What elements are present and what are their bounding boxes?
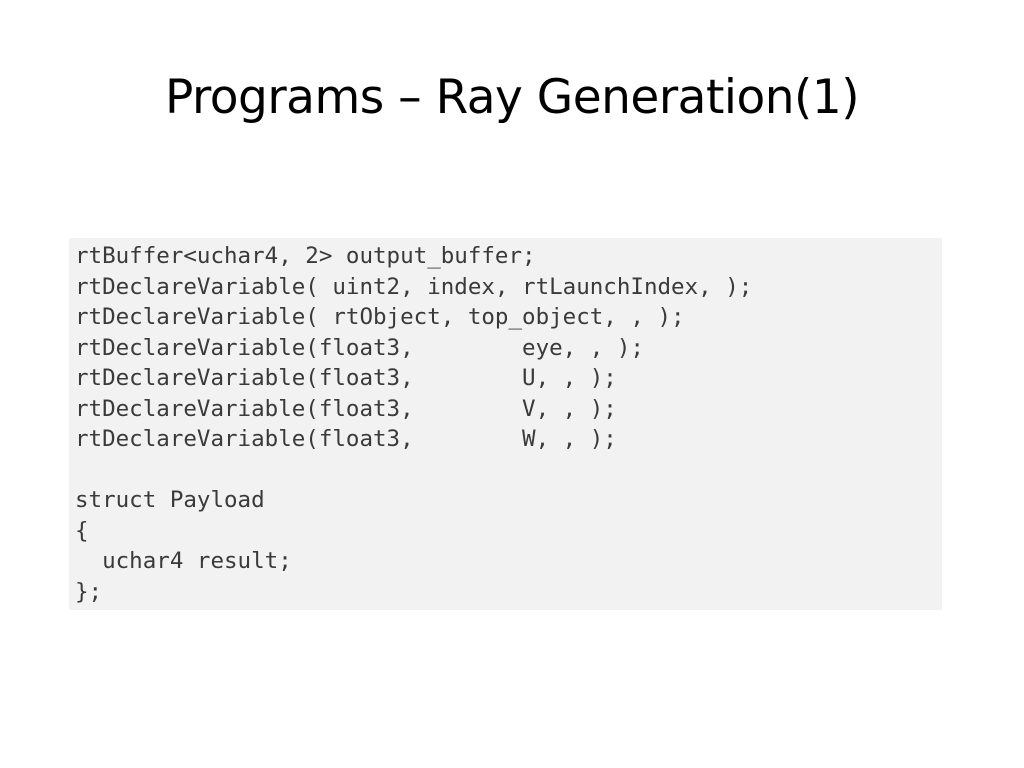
code-line: { — [75, 517, 89, 544]
code-line: rtDeclareVariable(float3, V, , ); — [75, 395, 617, 422]
code-line: rtDeclareVariable(float3, W, , ); — [75, 426, 617, 452]
code-line: rtBuffer<uchar4, 2> output_buffer; — [75, 243, 536, 269]
code-block: rtBuffer<uchar4, 2> output_buffer; rtDec… — [69, 238, 942, 610]
code-line-blank — [75, 455, 942, 486]
code-line: rtDeclareVariable( rtObject, top_object,… — [75, 304, 685, 330]
slide-title: Programs – Ray Generation(1) — [164, 70, 860, 125]
code-line: rtDeclareVariable( uint2, index, rtLaunc… — [75, 273, 753, 300]
code-line: rtDeclareVariable(float3, U, , ); — [75, 365, 617, 391]
code-line: struct Payload — [75, 487, 265, 513]
code-line: rtDeclareVariable(float3, eye, , ); — [75, 334, 644, 361]
code-line: }; — [75, 578, 103, 605]
code-line: uchar4 result; — [75, 548, 292, 574]
